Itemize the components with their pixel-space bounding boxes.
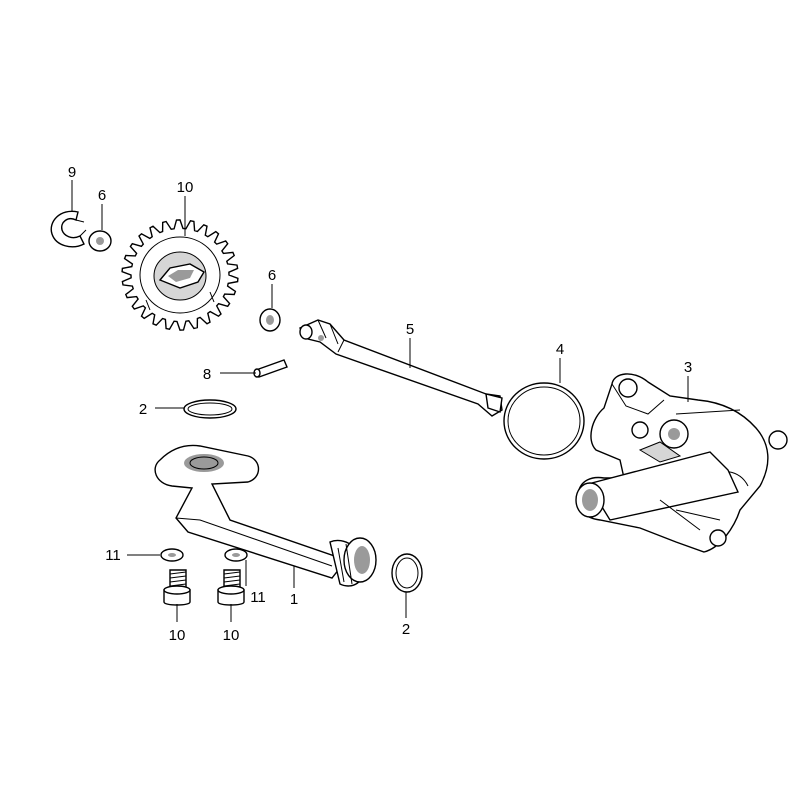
callout-4: 4 — [556, 341, 564, 358]
callout-5: 5 — [406, 321, 414, 338]
callout-10-left: 10 — [169, 627, 186, 644]
callout-1: 1 — [290, 591, 298, 608]
circlip-part — [50, 210, 87, 248]
callout-2-lower: 2 — [402, 621, 410, 638]
callout-9: 10 — [177, 179, 194, 196]
washer-part-upper — [88, 230, 112, 252]
leader-lines — [71, 180, 689, 622]
bolt-part-left — [163, 569, 191, 606]
callout-6-lower: 6 — [268, 267, 276, 284]
callout-11-left: 11 — [105, 547, 121, 564]
o-ring-small-part-upper — [183, 399, 237, 419]
o-ring-small-part-lower — [391, 553, 423, 593]
o-ring-large-part — [503, 382, 585, 460]
callout-7: 8 — [203, 366, 211, 383]
pin-part — [253, 359, 288, 378]
washer-part-lower — [259, 308, 281, 332]
callout-10-right: 10 — [223, 627, 240, 644]
gear-part — [121, 219, 239, 331]
callout-6-upper: 6 — [98, 187, 106, 204]
callout-labels: 9 6 10 6 8 2 5 4 3 1 2 11 11 10 10 — [68, 164, 692, 644]
callout-11-right: 11 — [250, 589, 266, 606]
pump-housing-part — [575, 373, 788, 553]
washer-part-right — [224, 548, 248, 562]
water-pipe-part — [154, 444, 377, 587]
shaft-part — [299, 319, 503, 417]
washer-part-left — [160, 548, 184, 562]
callout-8: 9 — [68, 164, 76, 181]
callout-3: 3 — [684, 359, 692, 376]
bolt-part-right — [217, 569, 245, 606]
callout-2-upper: 2 — [139, 401, 147, 418]
